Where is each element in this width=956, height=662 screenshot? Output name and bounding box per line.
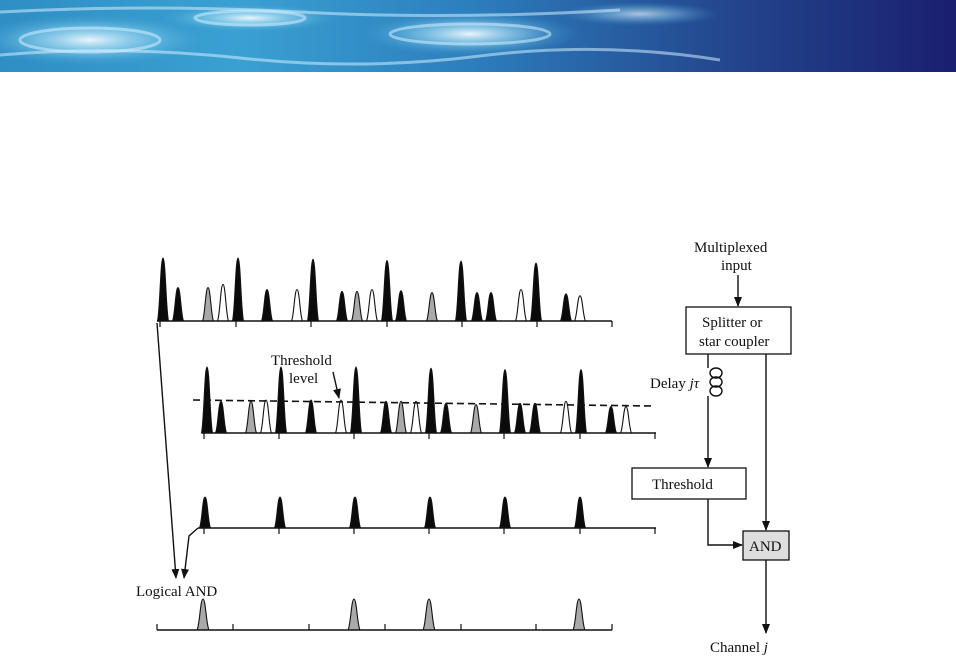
and-output-pulse xyxy=(196,598,210,631)
splitter-block xyxy=(685,306,792,355)
logical-and-pulse-train xyxy=(156,598,613,631)
threshold-block xyxy=(631,467,747,500)
delayed-pulse xyxy=(604,406,618,434)
input-pulse xyxy=(216,283,230,322)
delayed-pulse xyxy=(469,404,483,434)
multiplexed-input-label-line1: Multiplexed xyxy=(694,240,768,256)
input-pulse xyxy=(350,290,364,322)
thresholded-pulse xyxy=(273,496,287,529)
input-pulse xyxy=(484,292,498,322)
input-pulse-train xyxy=(156,257,613,327)
decorative-water-banner xyxy=(0,0,956,72)
delayed-pulse xyxy=(334,399,348,434)
input-pulse xyxy=(201,287,215,322)
input-pulse xyxy=(231,257,245,322)
input-pulse xyxy=(470,292,484,322)
input-pulse xyxy=(156,257,170,322)
input-pulse xyxy=(171,287,185,322)
delayed-pulse xyxy=(498,369,512,434)
delayed-pulse xyxy=(379,400,393,434)
delayed-pulse xyxy=(394,400,408,434)
input-pulse xyxy=(425,292,439,322)
delayed-pulse xyxy=(259,399,273,434)
delayed-pulse xyxy=(274,366,288,434)
delayed-pulse xyxy=(574,369,588,434)
threshold-level-pointer-arrow xyxy=(332,371,341,399)
multiplexed-input-label-line2: input xyxy=(721,258,753,274)
threshold-level-label-line2: level xyxy=(289,371,318,387)
and-output-pulse xyxy=(422,598,436,631)
input-pulse xyxy=(365,288,379,322)
and-gate-label: AND xyxy=(749,539,782,555)
delayed-pulse xyxy=(559,400,573,434)
delayed-pulse xyxy=(424,367,438,434)
splitter-label-line1: Splitter or xyxy=(702,315,762,331)
delayed-pulse xyxy=(304,399,318,434)
input-pulse xyxy=(306,258,320,322)
delayed-pulse-train xyxy=(200,366,656,439)
delay-label: Delay jτ xyxy=(650,376,700,392)
input-pulse xyxy=(529,262,543,322)
thresholded-pulse xyxy=(348,496,362,529)
thresholded-pulse-train xyxy=(198,496,656,534)
delayed-pulse xyxy=(409,400,423,434)
threshold-block-label: Threshold xyxy=(652,477,713,493)
input-pulse xyxy=(454,260,468,322)
delayed-pulse xyxy=(513,402,527,434)
input-pulse xyxy=(260,288,274,322)
input-pulse xyxy=(514,288,528,322)
threshold-to-and-gate-arrow xyxy=(707,499,743,549)
thresholded-pulse xyxy=(423,496,437,529)
logical-and-label: Logical AND xyxy=(136,584,217,600)
delayed-pulse xyxy=(619,406,633,434)
and-output-pulse xyxy=(572,598,586,631)
delayed-pulse xyxy=(528,402,542,434)
threshold-to-and-arrow xyxy=(181,527,199,579)
splitter-label-line2: star coupler xyxy=(699,334,769,350)
input-pulse xyxy=(290,288,304,322)
delay-coil-icon xyxy=(709,367,723,397)
input-pulse xyxy=(394,290,408,322)
thresholded-pulse xyxy=(498,496,512,529)
thresholded-pulse xyxy=(198,496,212,529)
delayed-pulse xyxy=(439,402,453,434)
delayed-pulse xyxy=(349,366,363,434)
and-output-pulse xyxy=(347,598,361,631)
input-pulse xyxy=(380,259,394,322)
input-pulse xyxy=(559,293,573,322)
input-pulse xyxy=(573,295,587,322)
input-pulse xyxy=(335,290,349,322)
channel-output-label: Channel j xyxy=(710,640,768,656)
threshold-level-label-line1: Threshold xyxy=(271,353,332,369)
delayed-pulse xyxy=(244,400,258,434)
delayed-pulse xyxy=(214,400,228,434)
thresholded-pulse xyxy=(573,496,587,529)
input-to-and-arrow xyxy=(156,322,180,579)
